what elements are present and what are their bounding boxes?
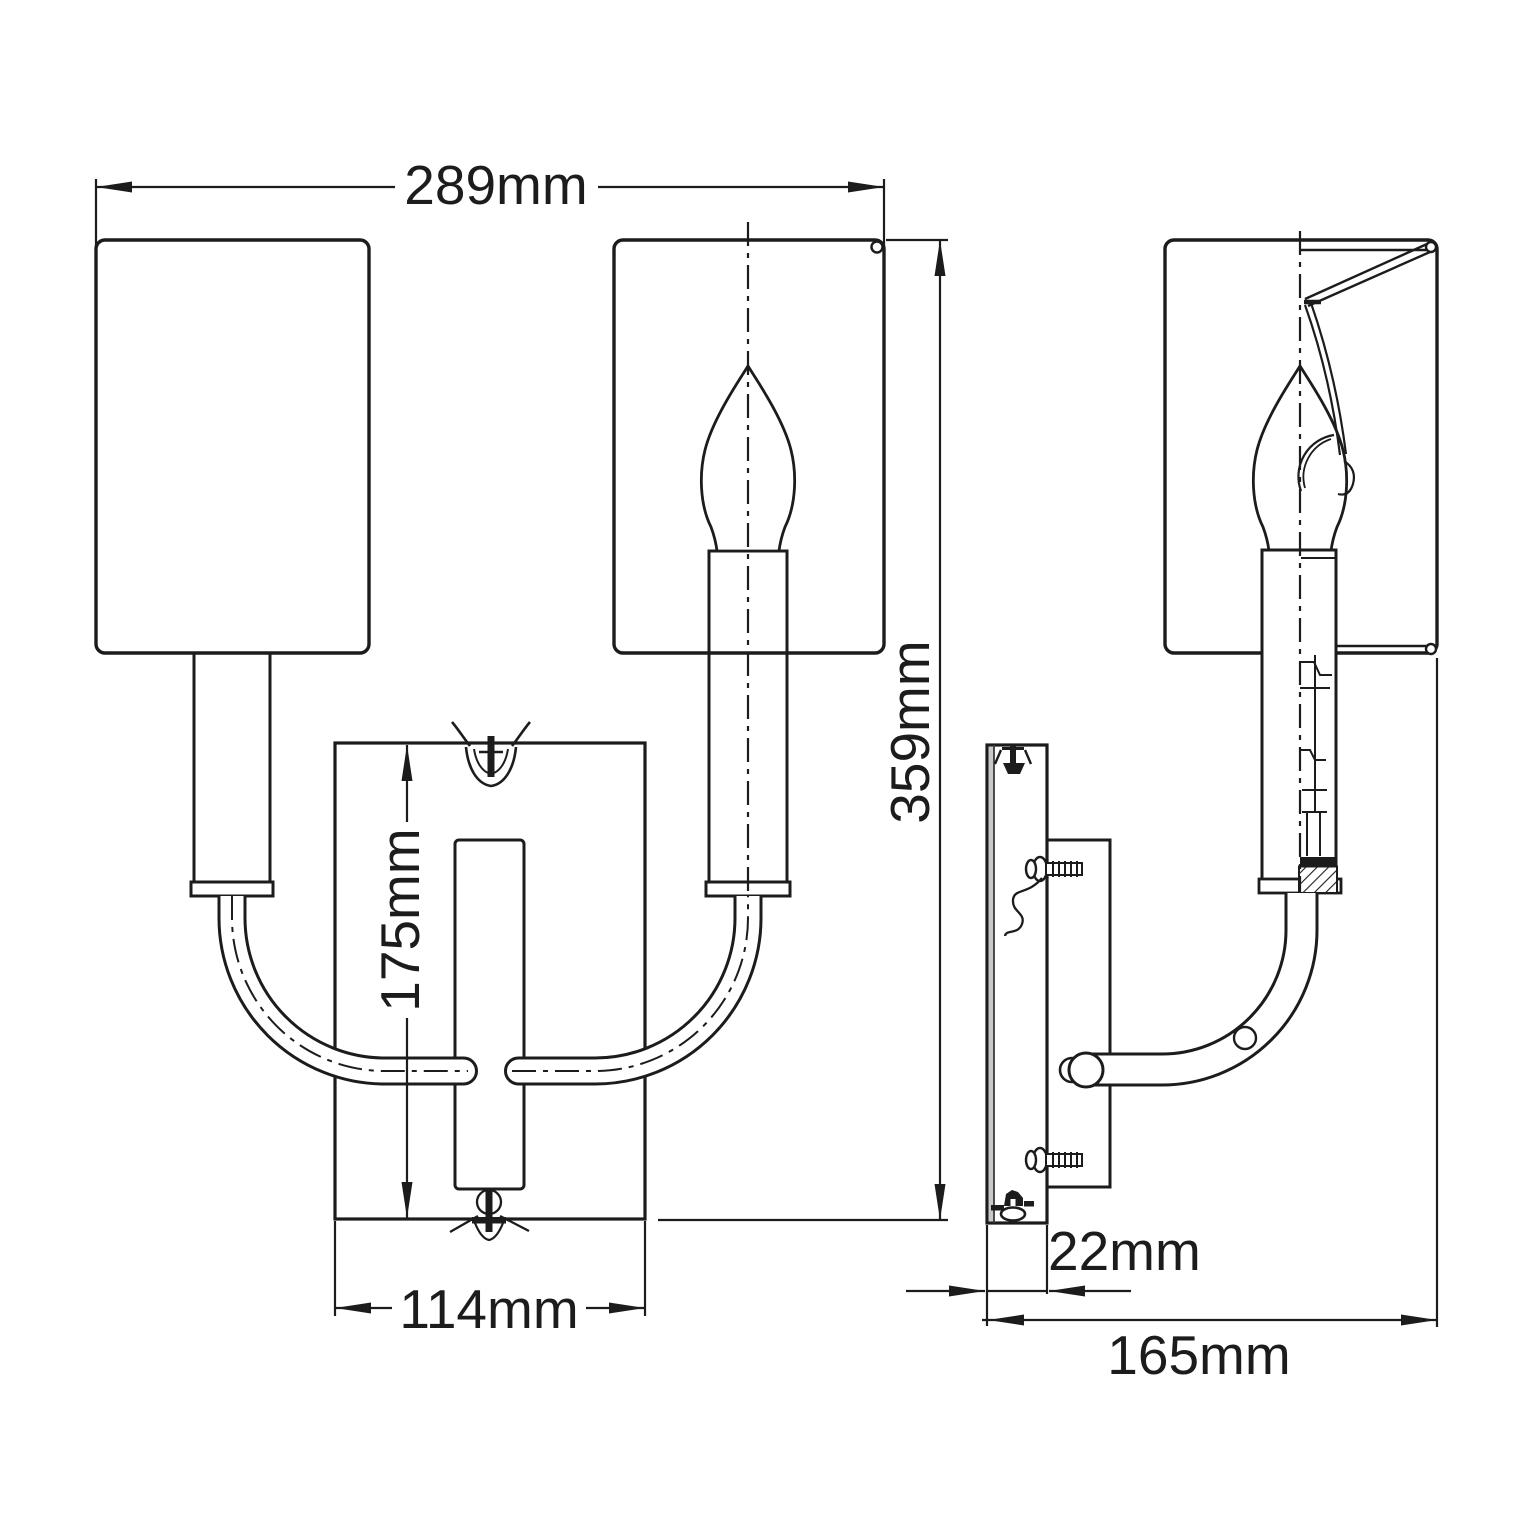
svg-text:175mm: 175mm: [369, 828, 431, 1011]
svg-text:359mm: 359mm: [879, 640, 941, 823]
svg-text:22mm: 22mm: [1048, 1220, 1201, 1282]
svg-text:165mm: 165mm: [1107, 1324, 1290, 1386]
svg-text:114mm: 114mm: [399, 1278, 578, 1340]
svg-text:289mm: 289mm: [404, 154, 587, 216]
